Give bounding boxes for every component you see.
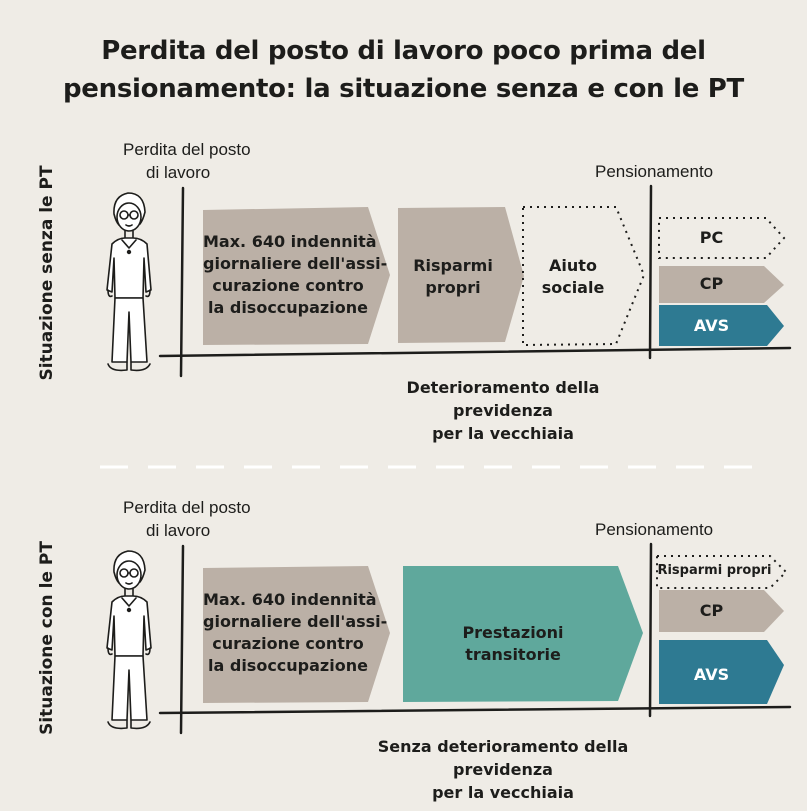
top-job-loss-label-1: Perdita del posto — [123, 140, 251, 159]
top-cp-label: CP — [699, 274, 724, 293]
bottom-unemployment-text-2: giornaliere dell'assi- — [203, 612, 388, 631]
bottom-job-loss-label-2: di lavoro — [146, 521, 211, 540]
top-pc-arrow — [658, 217, 786, 259]
bottom-avs-label: AVS — [693, 665, 730, 684]
bottom-unemployment-text-4: la disoccupazione — [208, 656, 368, 675]
top-baseline — [158, 346, 792, 358]
top-social-text-1: Aiuto — [549, 256, 597, 275]
bottom-cp-label: CP — [699, 601, 724, 620]
top-savings-text-1: Risparmi — [413, 256, 493, 275]
bottom-transitional-text-2: transitorie — [465, 645, 561, 664]
bottom-baseline — [158, 705, 792, 715]
bottom-unemployment-box — [203, 566, 390, 703]
title-line-2: pensionamento: la situazione senza e con… — [63, 74, 744, 104]
top-retirement-line — [648, 184, 653, 360]
bottom-transitional-box — [403, 566, 643, 702]
top-retirement-label: Pensionamento — [595, 162, 714, 181]
top-savings-text-2: propri — [425, 278, 481, 297]
bottom-job-loss-line — [179, 544, 185, 735]
bottom-transitional-text-1: Prestazioni — [462, 623, 564, 642]
person-illustration-bottom — [106, 550, 152, 730]
top-unemployment-text-4: la disoccupazione — [208, 298, 368, 317]
bottom-unemployment-text-1: Max. 640 indennità — [203, 590, 377, 609]
top-social-text-2: sociale — [541, 278, 605, 297]
bottom-avs-arrow — [659, 640, 784, 704]
top-unemployment-text-3: curazione contro — [212, 276, 364, 295]
bottom-bottom-text-3: per la vecchiaia — [432, 783, 574, 802]
top-savings-box — [398, 207, 524, 343]
person-illustration-top — [106, 192, 152, 372]
top-bottom-text-3: per la vecchiaia — [432, 424, 574, 443]
top-bottom-text-2: previdenza — [453, 401, 553, 420]
top-unemployment-text-1: Max. 640 indennità — [203, 232, 377, 251]
top-bottom-text-1: Deterioramento della — [406, 378, 600, 397]
bottom-unemployment-text-3: curazione contro — [212, 634, 364, 653]
top-job-loss-label-2: di lavoro — [146, 163, 211, 182]
bottom-retirement-line — [648, 542, 653, 718]
bottom-side-label: Situazione con le PT — [37, 541, 57, 735]
bottom-savings-label: Risparmi propri — [657, 563, 772, 578]
bottom-bottom-text-1: Senza deterioramento della — [377, 737, 629, 756]
top-avs-label: AVS — [693, 316, 730, 335]
top-pc-label: PC — [699, 228, 724, 247]
bottom-retirement-label: Pensionamento — [595, 520, 714, 539]
bottom-bottom-text-2: previdenza — [453, 760, 553, 779]
top-cp-arrow — [659, 266, 784, 303]
title-line-1: Perdita del posto di lavoro poco prima d… — [101, 36, 706, 66]
top-avs-arrow — [659, 305, 784, 346]
bottom-job-loss-label-1: Perdita del posto — [123, 498, 251, 517]
top-social-box — [522, 206, 646, 347]
top-side-label: Situazione senza le PT — [37, 165, 57, 381]
top-unemployment-box — [203, 207, 390, 345]
top-job-loss-line — [179, 186, 185, 378]
bottom-cp-arrow — [659, 590, 784, 632]
top-unemployment-text-2: giornaliere dell'assi- — [203, 254, 388, 273]
